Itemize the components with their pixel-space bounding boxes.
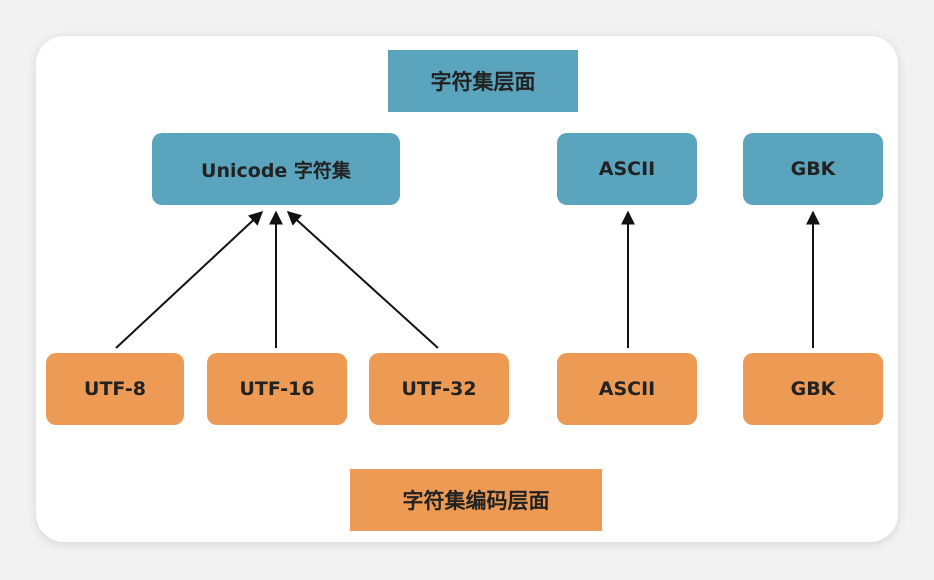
gbk-charset-node: GBK xyxy=(743,133,883,205)
arrow-utf32-to-unicode xyxy=(286,211,439,349)
unicode-charset-node: Unicode 字符集 xyxy=(152,133,400,205)
charset-layer-label: 字符集层面 xyxy=(388,50,578,112)
ascii-encoding-node: ASCII xyxy=(557,353,697,425)
arrow-utf8-to-unicode xyxy=(115,211,264,349)
utf16-encoding-node: UTF-16 xyxy=(207,353,347,425)
ascii-charset-node: ASCII xyxy=(557,133,697,205)
encoding-layer-label: 字符集编码层面 xyxy=(350,469,602,531)
gbk-encoding-node: GBK xyxy=(743,353,883,425)
utf8-encoding-node: UTF-8 xyxy=(46,353,184,425)
utf32-encoding-node: UTF-32 xyxy=(369,353,509,425)
